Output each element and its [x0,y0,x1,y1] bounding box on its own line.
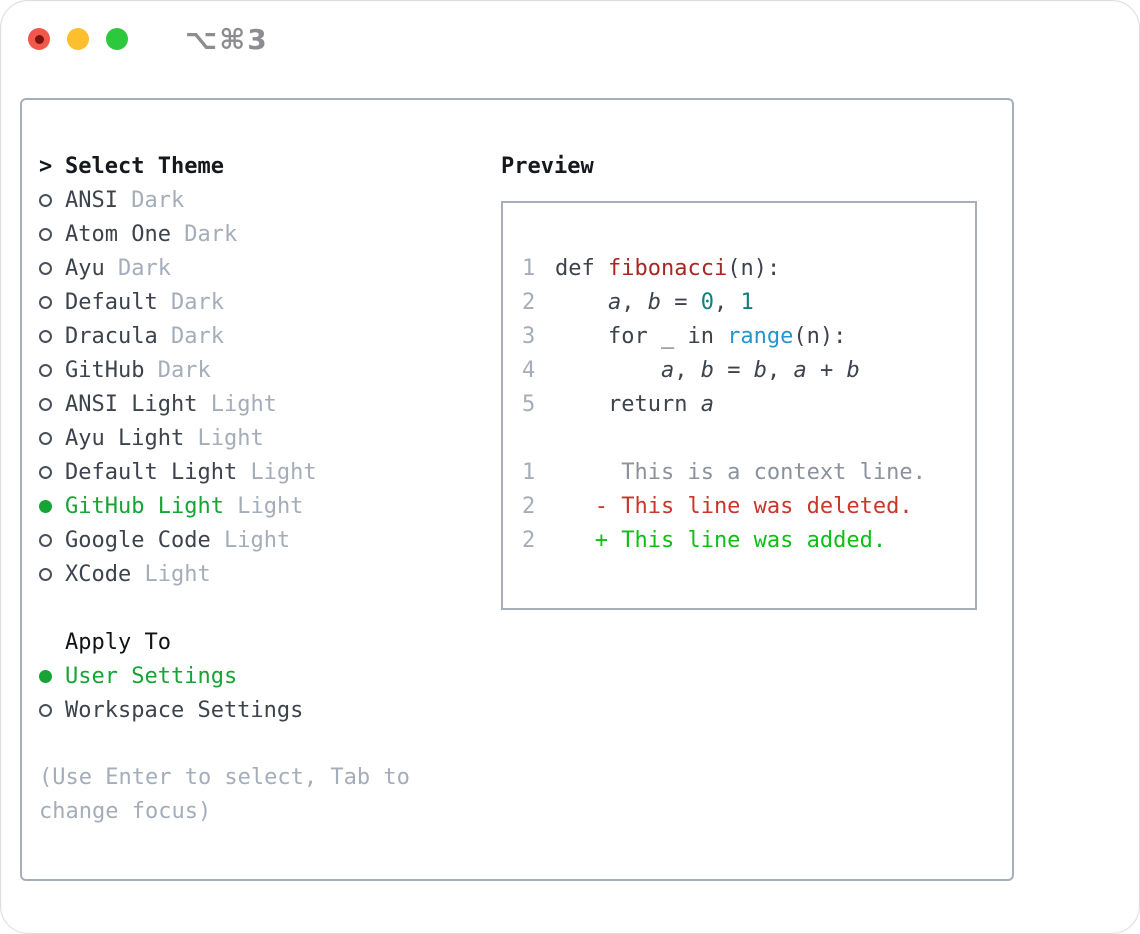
help-text: (Use Enter to select, Tab to change focu… [39,765,424,824]
line-number: 2 [522,527,536,553]
line-number: 2 [522,493,536,519]
variant-label: Dark [170,323,224,349]
spacer [522,421,975,455]
option-label: Workspace Settings [65,697,304,723]
diff-line: 2 + This line was added. [522,527,887,553]
option-label: XCode [65,561,132,587]
variant-label: Dark [184,221,238,247]
spacer [39,591,489,625]
spacer [39,727,489,761]
option-label: Ayu Light [65,425,185,451]
radio-icon [39,295,52,309]
line-number: 1 [522,255,536,281]
select-theme-header-row: > Select Theme [39,149,489,183]
preview-header: Preview [501,153,594,179]
line-number: 5 [522,391,536,417]
radio-selected-icon [39,499,52,513]
theme-option[interactable]: ANSI Dark [39,183,489,217]
radio-icon [39,227,52,241]
line-number: 2 [522,289,536,315]
radio-selected-icon [39,669,52,683]
minimize-button[interactable] [67,28,89,50]
radio-icon [39,329,52,343]
theme-option[interactable]: Dracula Dark [39,319,489,353]
code-line: 2 a, b = 0, 1 [522,289,754,315]
radio-icon [39,533,52,547]
option-label: Dracula [65,323,158,349]
line-number: 1 [522,459,536,485]
radio-icon [39,567,52,581]
maximize-button[interactable] [106,28,128,50]
option-label: Ayu [65,255,105,281]
variant-label: Light [210,391,277,417]
theme-option[interactable]: Default Dark [39,285,489,319]
code-line: 3 for _ in range(n): [522,323,847,349]
theme-option[interactable]: Ayu Light Light [39,421,489,455]
diff-line: 2 - This line was deleted. [522,493,913,519]
apply-to-option[interactable]: Workspace Settings [39,693,489,727]
titlebar: ⌥⌘3 [1,1,1139,77]
variant-label: Dark [157,357,211,383]
option-label: GitHub [65,357,145,383]
option-label: Google Code [65,527,211,553]
variant-label: Light [223,527,291,553]
radio-icon [39,703,52,717]
window-title: ⌥⌘3 [185,22,269,56]
option-label: User Settings [65,663,238,689]
preview-header-row: Preview [501,149,977,183]
option-label: Default Light [65,459,238,485]
theme-option[interactable]: Ayu Dark [39,251,489,285]
select-theme-header: Select Theme [65,153,224,179]
close-button[interactable] [28,28,50,50]
option-label: ANSI Light [65,391,198,417]
theme-option[interactable]: XCode Light [39,557,489,591]
theme-option[interactable]: ANSI Light Light [39,387,489,421]
option-label: ANSI [65,187,118,213]
radio-icon [39,261,52,275]
close-dot-icon [34,34,44,44]
theme-option[interactable]: Google Code Light [39,523,489,557]
apply-to-header-row: Apply To [39,625,489,659]
diff-preview: 1 This is a context line. 2 - This line w… [522,455,975,557]
theme-option[interactable]: GitHub Light Light [39,489,489,523]
code-line: 4 a, b = b, a + b [522,357,860,383]
apply-to-header: Apply To [65,629,171,655]
diff-line: 1 This is a context line. [522,459,926,485]
theme-option[interactable]: GitHub Dark [39,353,489,387]
radio-icon [39,465,52,479]
radio-icon [39,431,52,445]
radio-icon [39,193,52,207]
radio-icon [39,397,52,411]
theme-option[interactable]: Default Light Light [39,455,489,489]
theme-option[interactable]: Atom One Dark [39,217,489,251]
radio-icon [39,363,52,377]
variant-label: Light [250,459,317,485]
variant-label: Dark [118,255,171,281]
option-label: Atom One [65,221,171,247]
prompt-marker-icon: > [39,153,53,179]
option-label: GitHub Light [65,493,224,519]
line-number: 3 [522,323,536,349]
variant-label: Light [144,561,211,587]
line-number: 4 [522,357,536,383]
variant-label: Dark [170,289,224,315]
code-line: 5 return a [522,391,714,417]
variant-label: Light [237,493,304,519]
variant-label: Dark [131,187,185,213]
variant-label: Light [197,425,264,451]
apply-to-option[interactable]: User Settings [39,659,489,693]
option-label: Default [65,289,158,315]
